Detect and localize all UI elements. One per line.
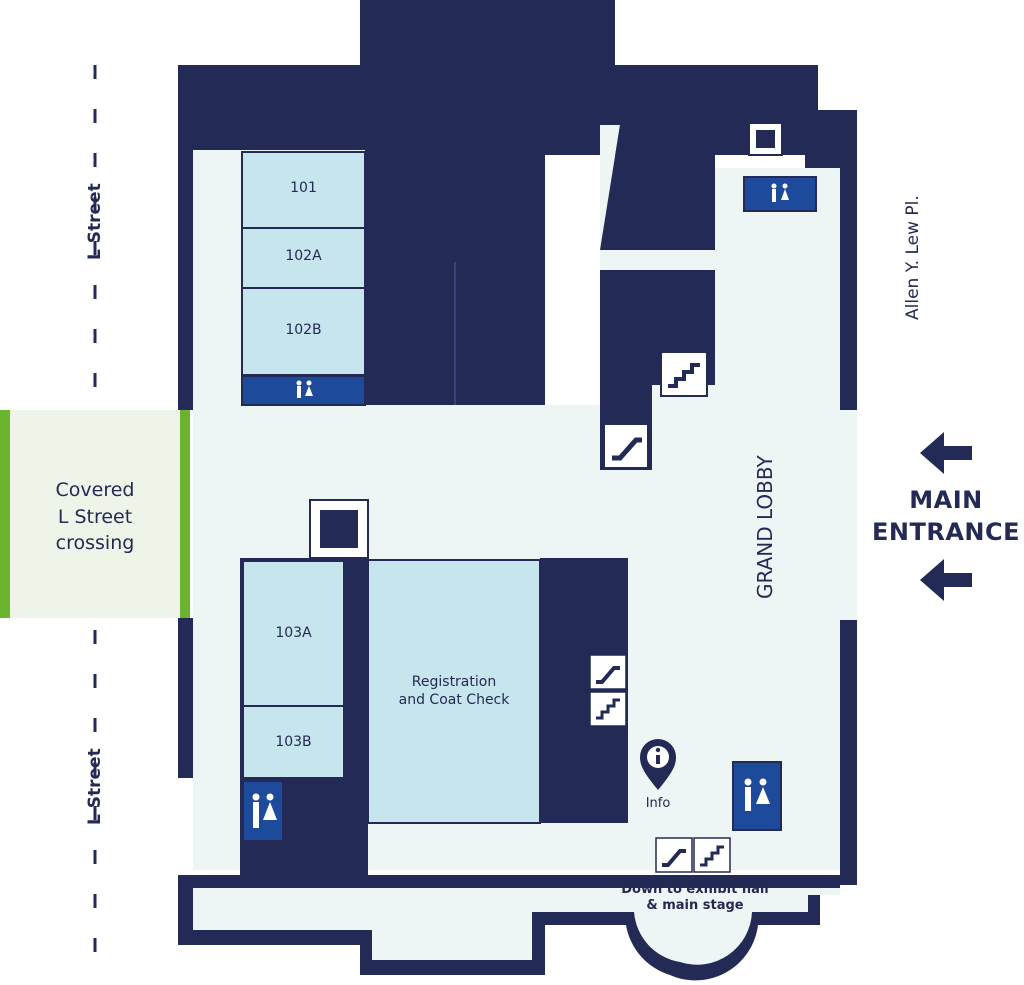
info-label: Info xyxy=(645,796,671,811)
covered-crossing xyxy=(0,410,190,618)
rooms xyxy=(241,151,541,824)
arrow-left-icon xyxy=(920,432,972,601)
down-to-exhibit-label: Down to exhibit hall & main stage xyxy=(621,882,769,914)
restroom-icon xyxy=(252,183,789,828)
amenity-icons xyxy=(309,122,783,873)
room-101-label: 101 xyxy=(290,180,317,196)
registration-label: Registration and Coat Check xyxy=(398,674,510,708)
l-street-top-label: L Street xyxy=(85,183,105,260)
room-102b-label: 102B xyxy=(285,322,322,338)
grand-lobby-label: GRAND LOBBY xyxy=(753,455,777,599)
covered-crossing-label: Covered L Street crossing xyxy=(55,479,135,555)
restroom-signs xyxy=(241,176,817,840)
room-103a-label: 103A xyxy=(275,625,312,641)
allen-lew-place-label: Allen Y. Lew Pl. xyxy=(903,195,923,320)
room-103b-label: 103B xyxy=(275,734,312,750)
l-street-bottom-label: L Street xyxy=(85,748,105,825)
room-102a-label: 102A xyxy=(285,248,322,264)
info-pin-icon xyxy=(640,739,676,790)
main-entrance-label: MAIN ENTRANCE xyxy=(872,486,1020,547)
